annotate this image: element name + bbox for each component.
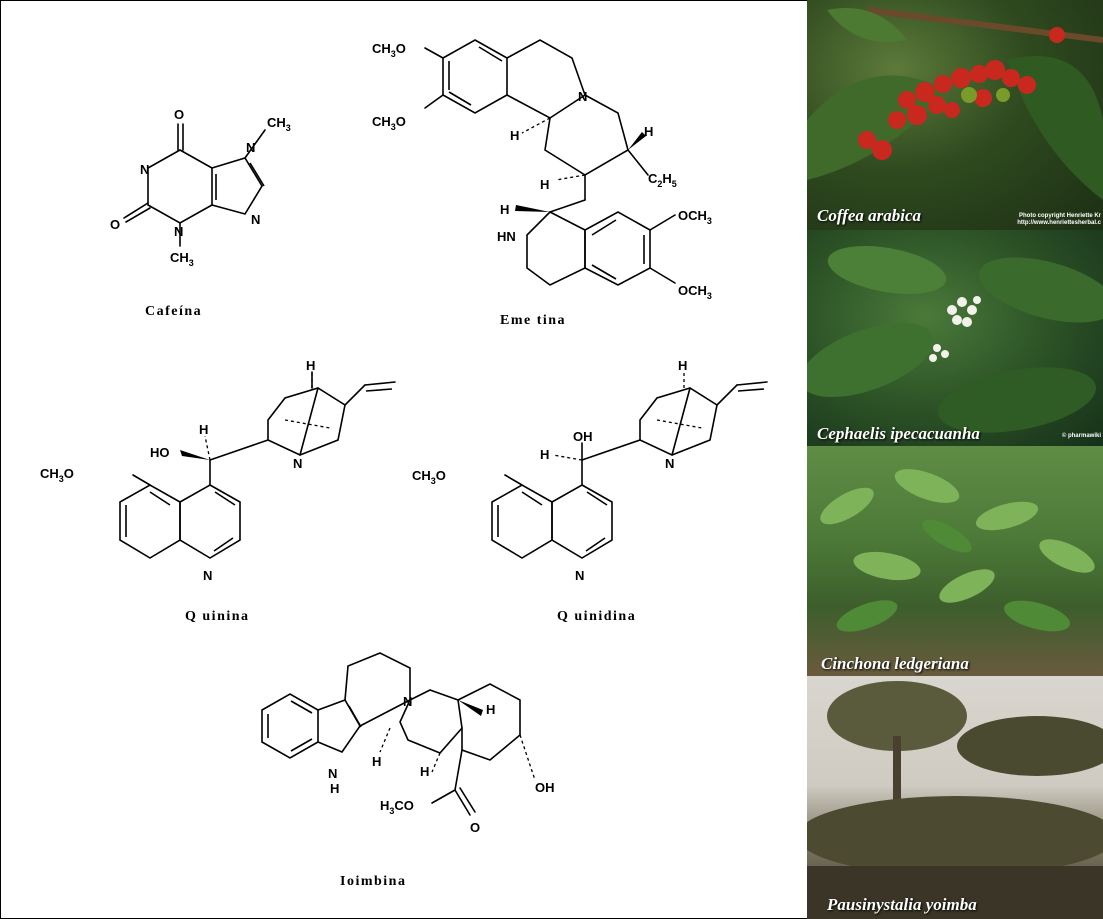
- emetine-structure: CH3O CH3O N H H C2H5 H H HN OCH3 OCH3 Em…: [372, 39, 712, 328]
- yohimbe-tree-illustration: [807, 681, 1103, 919]
- yohimbine-n: N: [403, 694, 412, 709]
- svg-text:H: H: [510, 128, 519, 143]
- caffeine-me7: CH: [267, 115, 286, 130]
- ipecac-leaves-illustration: [807, 245, 1103, 433]
- svg-text:H: H: [644, 124, 653, 139]
- quinine-structure: H N H HO CH3O N Q uinina: [40, 358, 396, 624]
- ipecac-caption: Cephaelis ipecacuanha: [817, 424, 980, 443]
- caffeine-n3: N: [174, 224, 183, 239]
- svg-text:N: N: [328, 766, 337, 781]
- svg-text:OH: OH: [535, 780, 555, 795]
- yohimbine-name: Ioimbina: [340, 874, 406, 889]
- quinidine-name: Q uinidina: [557, 609, 636, 624]
- svg-text:CH3: CH3: [267, 115, 291, 133]
- coffee-berries-illustration: [807, 7, 1103, 200]
- caffeine-name: Cafeína: [145, 304, 202, 319]
- cinchona-plant-photo: Cinchona ledgeriana: [807, 446, 1103, 676]
- emetine-n: N: [578, 89, 587, 104]
- svg-text:H: H: [330, 781, 339, 796]
- yohimbe-tree-photo: Pausinystalia yoimba: [807, 676, 1103, 919]
- svg-text:H: H: [486, 702, 495, 717]
- svg-text:H: H: [372, 754, 381, 769]
- svg-text:H: H: [306, 358, 315, 373]
- quinine-n-ring: N: [203, 568, 212, 583]
- svg-text:H3CO: H3CO: [380, 798, 414, 816]
- svg-text:H: H: [540, 447, 549, 462]
- svg-text:H: H: [500, 202, 509, 217]
- ipecac-plant-photo: Cephaelis ipecacuanha © pharmawiki: [807, 230, 1103, 446]
- svg-text:H: H: [199, 422, 208, 437]
- svg-text:C2H5: C2H5: [648, 171, 677, 189]
- quinidine-oh: OH: [573, 429, 593, 444]
- caffeine-n9: N: [251, 212, 260, 227]
- caffeine-structure: O O N N N N CH3 CH3 Cafeína: [110, 107, 291, 319]
- cinchona-leaves-illustration: [820, 469, 1095, 632]
- cinchona-caption: Cinchona ledgeriana: [821, 654, 969, 673]
- ipecac-photo-credit: © pharmawiki: [1061, 433, 1101, 439]
- svg-text:OCH3: OCH3: [678, 208, 712, 226]
- caffeine-o-top: O: [174, 107, 184, 122]
- quinine-n-bridge: N: [293, 456, 302, 471]
- yohimbine-structure: N H N H H H OH O H3CO Ioimbina: [261, 652, 555, 889]
- svg-text:H: H: [678, 358, 687, 373]
- svg-text:N: N: [665, 456, 674, 471]
- svg-text:O: O: [470, 820, 480, 835]
- emetine-hn: HN: [497, 229, 516, 244]
- coffee-plant-photo: Coffea arabica Photo copyright Henriette…: [807, 0, 1103, 230]
- caffeine-n1: N: [140, 162, 149, 177]
- quinine-ho: HO: [150, 445, 170, 460]
- coffee-caption: Coffea arabica: [817, 206, 922, 225]
- quinidine-structure: H N OH H CH3O N Q uinidina: [412, 358, 768, 624]
- caffeine-o-left: O: [110, 217, 120, 232]
- svg-text:CH3O: CH3O: [40, 466, 74, 484]
- svg-text:CH3O: CH3O: [372, 41, 406, 59]
- svg-text:CH3: CH3: [170, 250, 194, 268]
- quinine-name: Q uinina: [185, 609, 250, 624]
- svg-text:CH3O: CH3O: [372, 114, 406, 132]
- svg-text:OCH3: OCH3: [678, 283, 712, 301]
- chemical-structures: O O N N N N CH3 CH3 Cafeína CH3O CH3O N …: [40, 39, 768, 889]
- caffeine-n7: N: [246, 140, 255, 155]
- yohimbe-caption: Pausinystalia yoimba: [827, 895, 977, 914]
- svg-text:CH3O: CH3O: [412, 468, 446, 486]
- emetine-name: Eme tina: [500, 313, 566, 328]
- svg-text:H: H: [420, 764, 429, 779]
- svg-text:H: H: [540, 177, 549, 192]
- caffeine-me3: CH: [170, 250, 189, 265]
- svg-text:N: N: [575, 568, 584, 583]
